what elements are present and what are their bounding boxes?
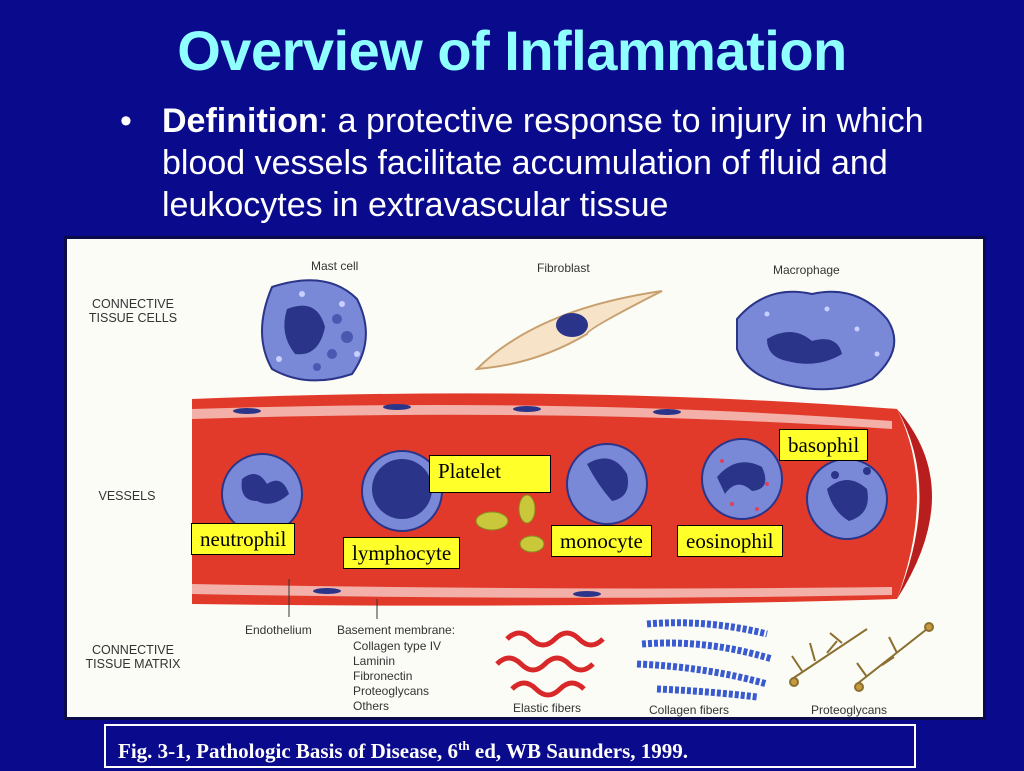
- inflammation-figure: CONNECTIVE TISSUE CELLS VESSELS CONNECTI…: [64, 236, 986, 720]
- platelets-drawing: [475, 494, 545, 553]
- figure-caption: Fig. 3-1, Pathologic Basis of Disease, 6…: [104, 724, 916, 768]
- basement-item: Fibronectin: [353, 669, 413, 683]
- caption-prefix: Fig. 3-1, Pathologic Basis of Disease, 6: [118, 739, 459, 763]
- caption-superscript: th: [458, 738, 470, 753]
- definition-body: : a protective response to injury in whi…: [162, 102, 924, 224]
- label-fibroblast: Fibroblast: [537, 261, 590, 275]
- caption-suffix: ed, WB Saunders, 1999.: [469, 739, 689, 763]
- bullet-symbol: •: [120, 102, 132, 140]
- label-elastic-fibers: Elastic fibers: [513, 701, 582, 715]
- leukocytes-drawing: [221, 438, 888, 540]
- basement-item: Proteoglycans: [353, 684, 430, 698]
- label-macrophage: Macrophage: [773, 263, 840, 277]
- callout-neutrophil: neutrophil: [191, 523, 296, 555]
- proteoglycans-drawing: [789, 622, 934, 692]
- label-mast-cell: Mast cell: [311, 259, 359, 273]
- fibroblast-drawing: [474, 290, 663, 371]
- mast-cell-drawing: [261, 279, 367, 382]
- label-endothelium: Endothelium: [245, 623, 312, 637]
- callout-lymphocyte: lymphocyte: [343, 537, 461, 569]
- label-collagen-fibers: Collagen fibers: [649, 703, 730, 717]
- label-connective-tissue-matrix: CONNECTIVE TISSUE MATRIX: [85, 643, 181, 671]
- label-vessels: VESSELS: [98, 489, 156, 503]
- macrophage-drawing: [736, 290, 896, 391]
- slide-title: Overview of Inflammation: [177, 19, 847, 82]
- callout-basophil: basophil: [779, 429, 869, 461]
- elastic-fibers-drawing: [495, 630, 605, 698]
- label-basement-membrane: Basement membrane:: [337, 623, 456, 637]
- label-proteoglycans: Proteoglycans: [811, 703, 888, 717]
- label-connective-tissue-cells: CONNECTIVE TISSUE CELLS: [88, 297, 178, 325]
- basement-item: Others: [353, 699, 390, 713]
- basement-item: Collagen type IV: [353, 639, 442, 653]
- definition-bullet: • Definition: a protective response to i…: [120, 100, 1000, 226]
- basement-item: Laminin: [353, 654, 396, 668]
- callout-eosinophil: eosinophil: [677, 525, 783, 557]
- callout-platelet: Platelet: [429, 455, 551, 493]
- callout-monocyte: monocyte: [551, 525, 652, 557]
- definition-term: Definition: [162, 102, 319, 140]
- collagen-fibers-drawing: [636, 619, 774, 701]
- definition-text: Definition: a protective response to inj…: [162, 100, 1000, 226]
